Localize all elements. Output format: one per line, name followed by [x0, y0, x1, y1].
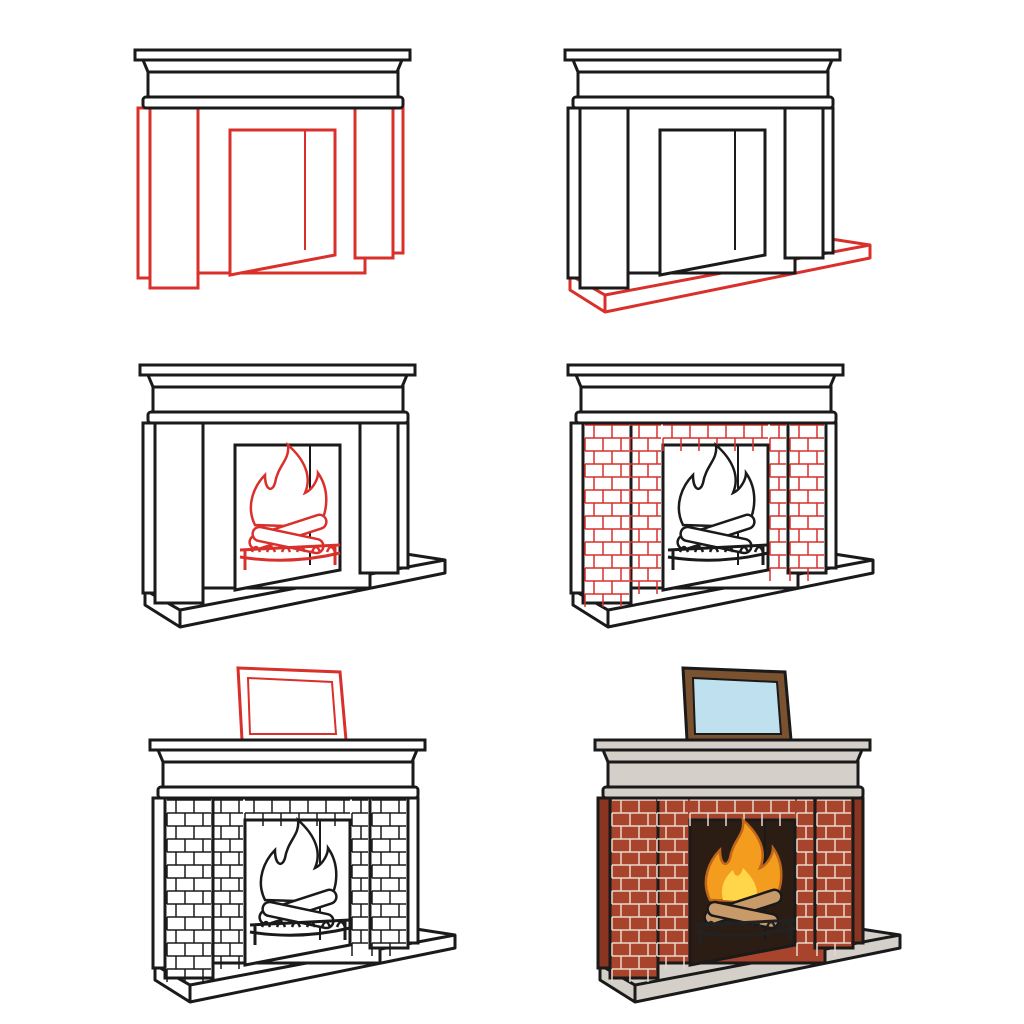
step-2-panel — [563, 48, 872, 314]
fire — [694, 816, 796, 945]
step-4-panel — [566, 363, 875, 629]
pillars — [136, 106, 405, 290]
mantel — [593, 738, 872, 800]
step-1-panel — [133, 48, 412, 290]
pillars — [566, 106, 835, 290]
bricks — [611, 799, 851, 982]
fire — [667, 441, 769, 570]
step-6-panel — [593, 666, 902, 1004]
mantel — [148, 738, 427, 800]
fire — [239, 441, 341, 570]
fire — [249, 816, 351, 945]
step-3-panel — [138, 363, 447, 629]
mirror — [681, 666, 793, 742]
mirror — [236, 666, 348, 742]
mantel — [133, 48, 412, 110]
mantel — [138, 363, 417, 425]
step-5-panel — [148, 666, 457, 1004]
mantel — [566, 363, 845, 425]
bricks — [584, 424, 824, 607]
mantel — [563, 48, 842, 110]
